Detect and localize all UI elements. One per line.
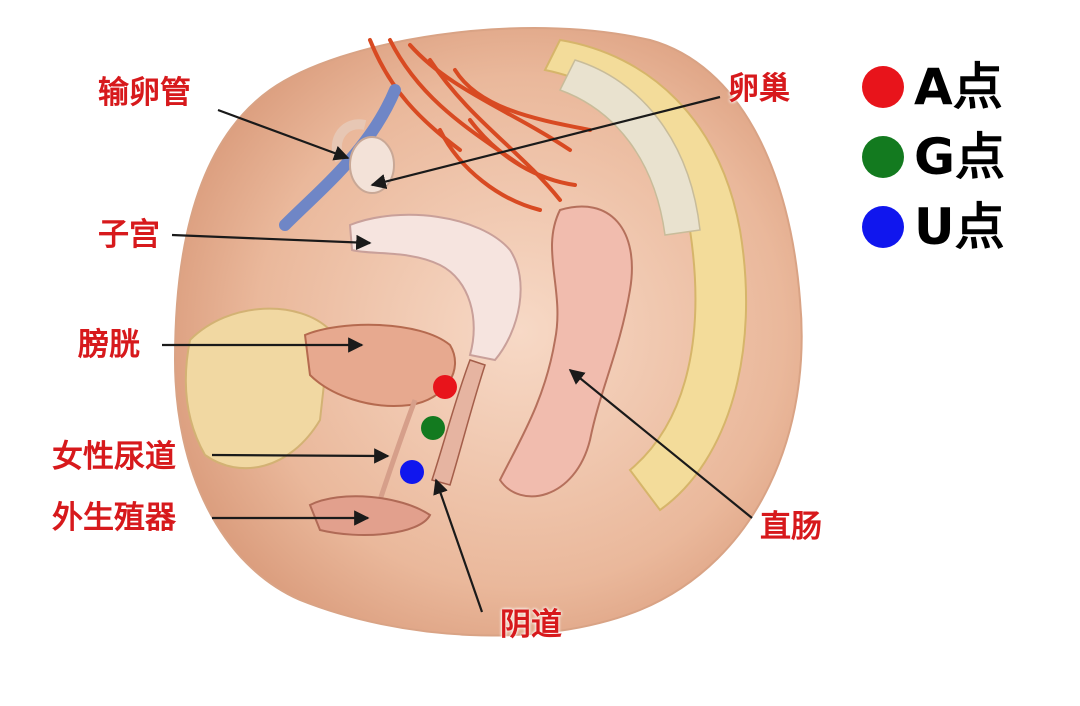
- arrow-uterus: [171, 233, 372, 251]
- label-rectum: 直肠: [760, 509, 822, 545]
- spot-legend: A点 G点 U点: [862, 52, 1005, 262]
- vagina-canal: [431, 359, 486, 486]
- legend-label: A点: [914, 58, 1003, 116]
- legend-label: G点: [914, 128, 1006, 186]
- green-dot-icon: [862, 136, 904, 178]
- label-ovary: 卵巢: [728, 71, 790, 107]
- label-vagina: 阴道: [500, 607, 562, 643]
- vein: [279, 84, 401, 231]
- arrow-vagina: [433, 478, 484, 613]
- legend-item-g: G点: [862, 122, 1005, 192]
- urethra-shape: [377, 399, 418, 501]
- sacrum-bone: [558, 59, 701, 236]
- label-uterus: 子宫: [98, 217, 160, 253]
- legend-item-a: A点: [862, 52, 1005, 122]
- g-spot-marker: [421, 416, 445, 440]
- label-external-genitalia: 外生殖器: [52, 500, 176, 536]
- arrow-urethra: [211, 448, 390, 464]
- arrow-fallopian-tube: [217, 108, 350, 161]
- rectum-shape: [498, 205, 633, 498]
- label-bladder: 膀胱: [78, 327, 140, 363]
- blood-vessels: [368, 38, 592, 212]
- label-urethra: 女性尿道: [52, 439, 176, 475]
- legend-label: U点: [914, 198, 1005, 256]
- leader-lines: [162, 95, 753, 613]
- blue-dot-icon: [862, 206, 904, 248]
- a-spot-marker: [433, 375, 457, 399]
- legend-item-u: U点: [862, 192, 1005, 262]
- genitalia-shape: [308, 495, 432, 536]
- u-spot-marker: [400, 460, 424, 484]
- red-dot-icon: [862, 66, 904, 108]
- arrow-rectum: [568, 369, 753, 519]
- pubic-region: [184, 307, 332, 470]
- label-fallopian-tube: 输卵管: [98, 75, 191, 111]
- arrow-ovary: [370, 95, 721, 190]
- uterus-shape: [348, 213, 522, 362]
